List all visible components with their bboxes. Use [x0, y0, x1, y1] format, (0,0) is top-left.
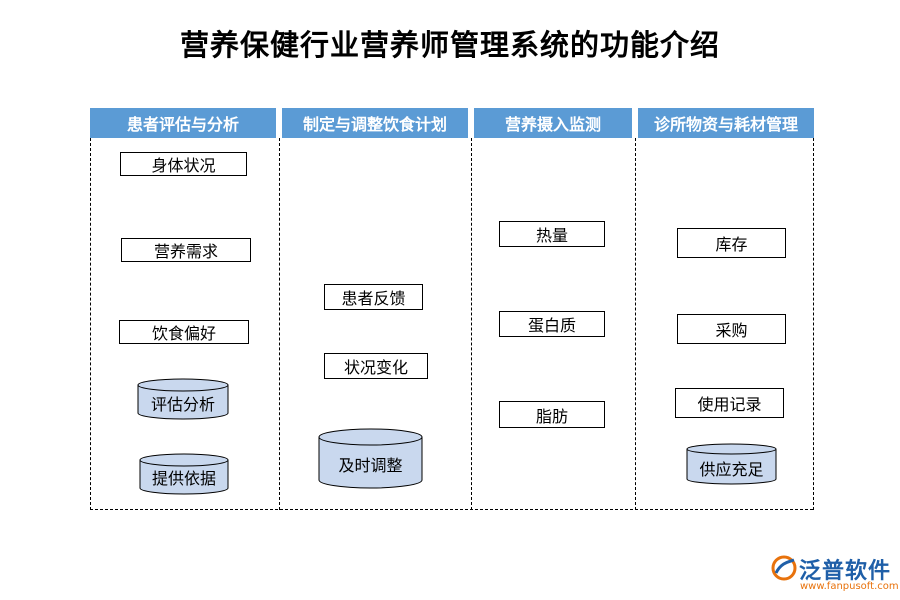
cylinder-shape	[139, 453, 229, 495]
process-cylinder: 评估分析	[137, 378, 229, 420]
item-box: 采购	[677, 314, 786, 344]
item-box: 营养需求	[121, 238, 251, 262]
item-box: 身体状况	[120, 152, 247, 176]
cylinder-shape	[318, 428, 423, 489]
item-box: 热量	[499, 221, 605, 247]
column-divider	[471, 138, 472, 510]
column-divider	[813, 138, 814, 510]
logo-name: 泛普软件	[799, 558, 892, 584]
item-box: 蛋白质	[499, 311, 605, 337]
column-header-supplies-management: 诊所物资与耗材管理	[638, 108, 814, 138]
logo-mark-icon	[771, 555, 797, 581]
column-divider	[90, 138, 91, 510]
item-box: 状况变化	[324, 353, 428, 379]
column-header-diet-plan: 制定与调整饮食计划	[282, 108, 468, 138]
process-cylinder: 提供依据	[139, 453, 229, 495]
cylinder-label: 及时调整	[338, 456, 403, 475]
process-cylinder: 及时调整	[318, 428, 423, 490]
item-box: 患者反馈	[324, 284, 423, 310]
cylinder-shape	[686, 443, 777, 485]
item-box: 脂肪	[499, 401, 605, 428]
column-divider	[635, 138, 636, 510]
column-header-intake-monitoring: 营养摄入监测	[474, 108, 632, 138]
cylinder-shape	[137, 378, 229, 420]
cylinder-label: 供应充足	[699, 460, 764, 479]
column-header-patient-assessment: 患者评估与分析	[90, 108, 276, 138]
item-box: 使用记录	[675, 388, 784, 418]
process-cylinder: 供应充足	[686, 443, 777, 485]
bottom-border	[90, 509, 813, 510]
item-box: 库存	[677, 228, 786, 258]
cylinder-label: 提供依据	[151, 469, 216, 488]
cylinder-label: 评估分析	[150, 395, 215, 414]
diagram-title: 营养保健行业营养师管理系统的功能介绍	[179, 28, 720, 62]
logo-url: www.fanpusoft.com	[800, 581, 899, 592]
company-logo: 泛普软件 www.fanpusoft.com	[770, 552, 899, 596]
column-divider	[279, 138, 280, 510]
item-box: 饮食偏好	[119, 320, 249, 344]
